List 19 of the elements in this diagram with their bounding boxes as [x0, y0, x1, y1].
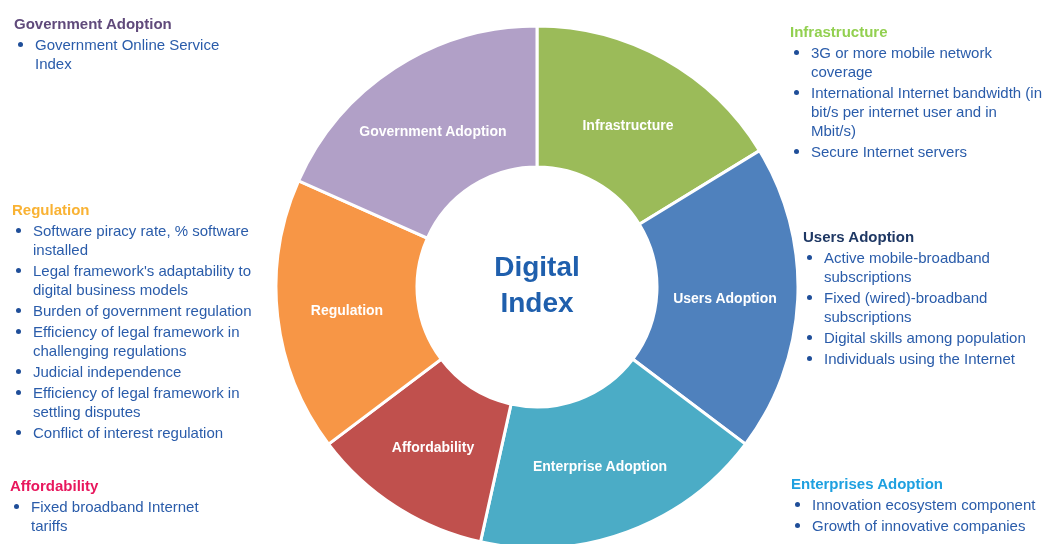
donut-segment: Enterprise Adoption: [479, 357, 747, 544]
bullet-item: 3G or more mobile network coverage: [790, 43, 1042, 81]
bullet-item: Individuals using the Internet: [803, 349, 1053, 368]
bullet-item: Fixed (wired)-broadband subscriptions: [803, 288, 1053, 326]
section-heading: Users Adoption: [803, 227, 916, 246]
section-heading: Affordability: [10, 476, 100, 495]
section-heading: Enterprises Adoption: [791, 474, 944, 493]
section-heading: Regulation: [12, 200, 91, 219]
center-title: Digital Index: [494, 251, 580, 318]
bullet-item: Innovation ecosystem component: [791, 495, 1055, 514]
bullet-item: Active mobile-broadband subscriptions: [803, 248, 1053, 286]
bullet-item: Fixed broadband Internet tariffs: [10, 497, 235, 535]
section-heading: Government Adoption: [14, 14, 173, 33]
bullet-item: Growth of innovative companies: [791, 516, 1055, 535]
donut-segment: Government Adoption: [297, 24, 539, 240]
section-heading: Infrastructure: [790, 22, 889, 41]
bullet-item: Government Online Service Index: [14, 35, 246, 73]
bullet-item: International Internet bandwidth (in bit/s per internet user and in Mbit/s): [790, 83, 1042, 140]
bullet-item: Digital skills among population: [803, 328, 1053, 347]
